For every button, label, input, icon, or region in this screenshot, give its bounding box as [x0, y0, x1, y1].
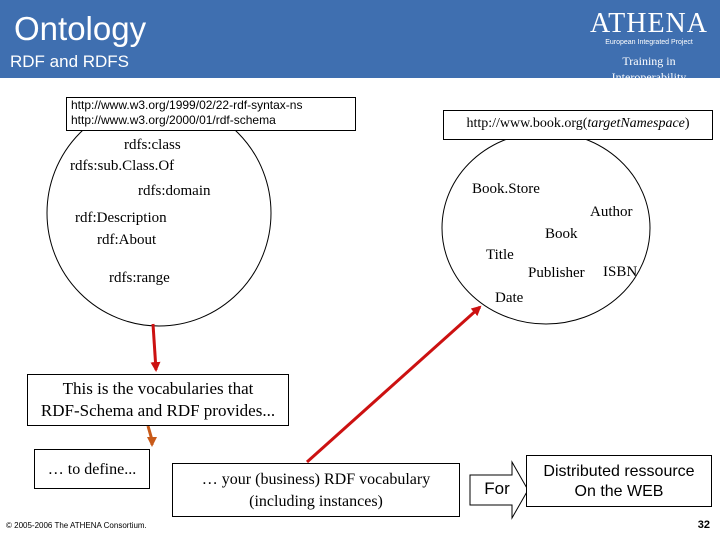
header-bar: Ontology RDF and RDFS ATHENA European In…: [0, 0, 720, 84]
vocabularies-line2: RDF-Schema and RDF provides...: [40, 401, 276, 420]
footer-copyright: © 2005-2006 The ATHENA Consortium.: [6, 521, 147, 530]
slide-title: Ontology: [14, 10, 147, 47]
rdf-syntax-url: http://www.w3.org/1999/02/22-rdf-syntax-…: [71, 98, 303, 112]
term-rdfs-domain: rdfs:domain: [138, 183, 211, 199]
page-number: 32: [697, 519, 710, 531]
slide-subtitle: RDF and RDFS: [10, 52, 130, 71]
distributed-line2: On the WEB: [574, 483, 664, 500]
logo-name: ATHENA: [590, 8, 708, 39]
term-rdf-description: rdf:Description: [75, 210, 167, 226]
term-isbn: ISBN: [603, 264, 638, 280]
business-vocabulary-box: … your (business) RDF vocabulary (includ…: [172, 463, 460, 517]
book-namespace-url: http://www.book.org(: [466, 116, 588, 131]
term-rdf-about: rdf:About: [97, 232, 157, 248]
term-rdfs-range: rdfs:range: [109, 270, 170, 286]
term-rdfs-subclassof: rdfs:sub.Class.Of: [70, 158, 175, 174]
distributed-resource-box: Distributed ressource On the WEB: [526, 455, 712, 507]
for-arrow-shape: [469, 460, 529, 520]
term-book: Book: [545, 226, 578, 242]
term-author: Author: [590, 204, 633, 220]
term-rdfs-class: rdfs:class: [124, 137, 181, 153]
term-bookstore: Book.Store: [472, 181, 540, 197]
term-title: Title: [486, 247, 514, 263]
vocabularies-box: This is the vocabularies that RDF-Schema…: [27, 374, 289, 426]
book-namespace-box: http://www.book.org(targetNamespace): [443, 110, 713, 140]
business-vocabulary-line1: … your (business) RDF vocabulary: [201, 471, 431, 488]
athena-logo: ATHENA European Integrated Project Train…: [584, 10, 714, 85]
term-date: Date: [495, 290, 524, 306]
vocab-to-define-arrow: [146, 425, 157, 447]
vocabularies-line1: This is the vocabularies that: [62, 379, 254, 398]
rdf-schema-url: http://www.w3.org/2000/01/rdf-schema: [71, 113, 276, 127]
define-box: … to define...: [34, 449, 150, 489]
book-namespace-close: ): [684, 116, 690, 131]
term-publisher: Publisher: [528, 265, 585, 281]
rdf-namespace-box: http://www.w3.org/1999/02/22-rdf-syntax-…: [66, 97, 356, 131]
distributed-line1: Distributed ressource: [543, 463, 695, 480]
logo-subline: European Integrated Project: [605, 39, 693, 46]
for-label: For: [484, 479, 510, 498]
circle-to-vocab-arrow: [150, 323, 161, 372]
vocab-to-circle-arrow: [305, 305, 482, 464]
logo-tagline: Training in Interoperability: [611, 54, 687, 84]
business-vocabulary-line2: (including instances): [249, 493, 383, 510]
target-namespace-label: targetNamespace: [587, 116, 685, 131]
